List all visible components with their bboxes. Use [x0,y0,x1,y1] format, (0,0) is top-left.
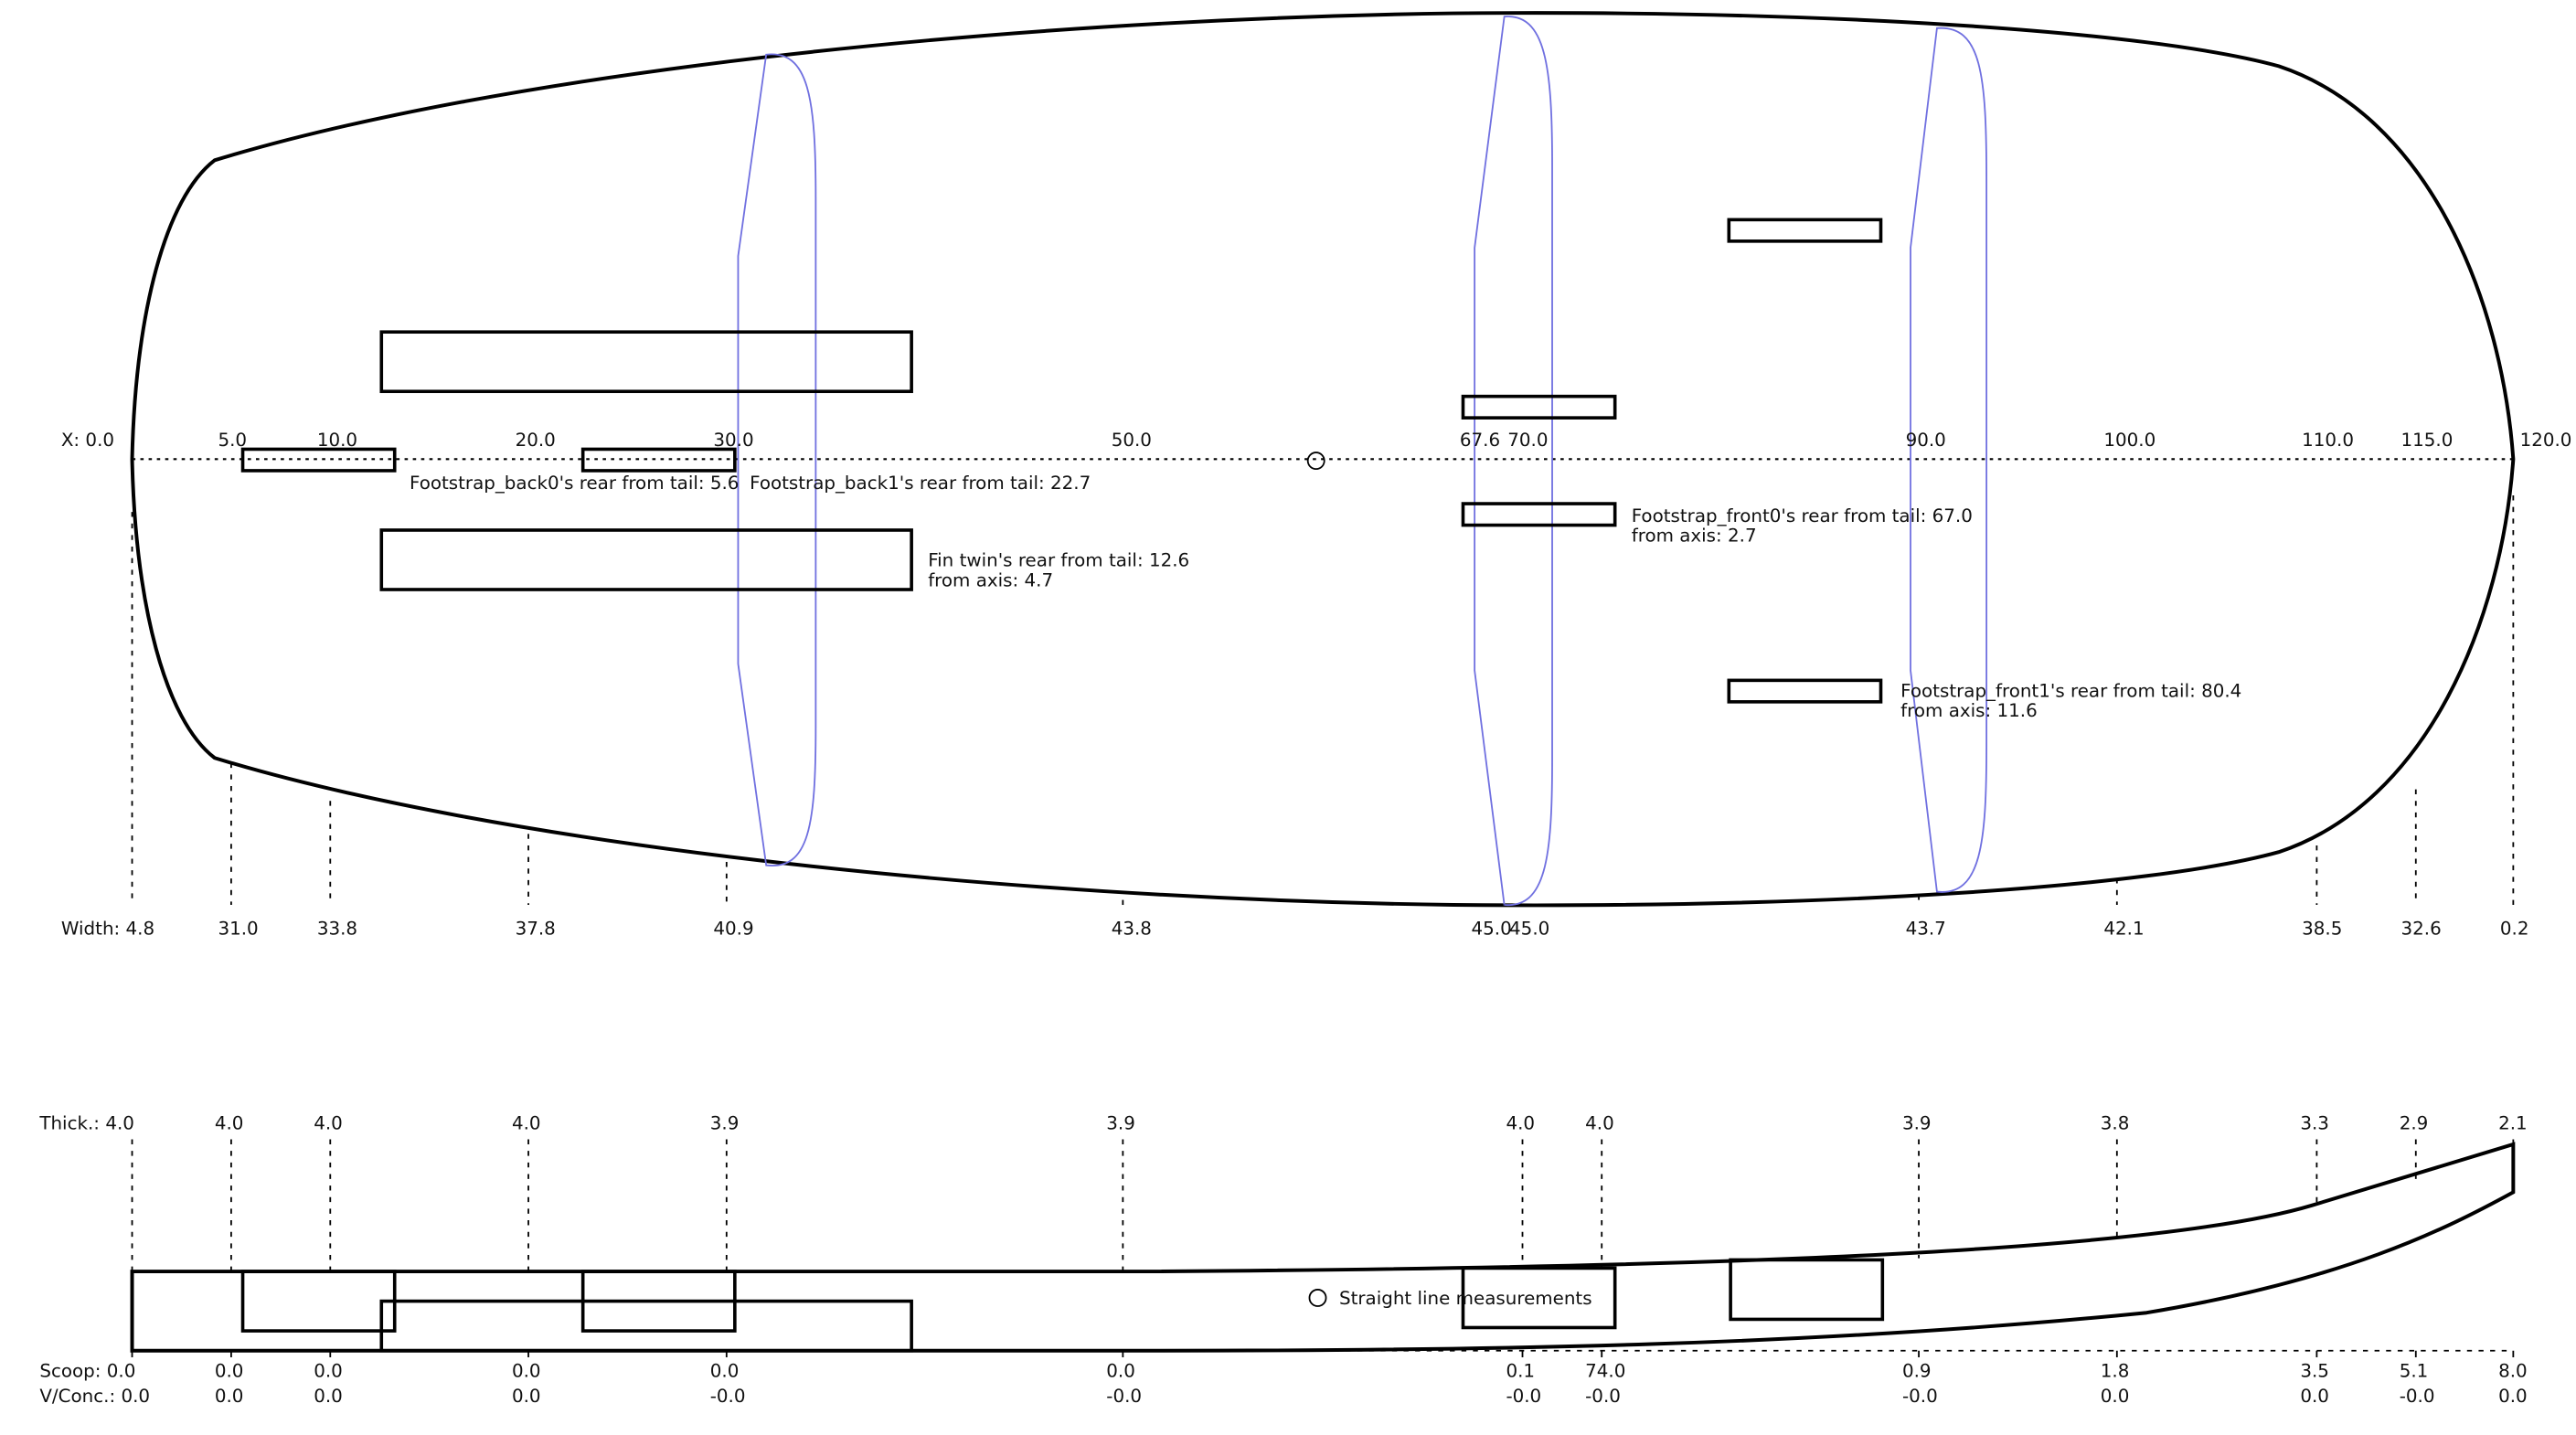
vconc-label: V/Conc.: 0.0 [39,1386,150,1407]
thickness-label: 4.0 [215,1113,244,1134]
thickness-label: 2.1 [2498,1113,2528,1134]
scoop-label: 0.1 [1506,1361,1535,1382]
x-station-label: 70.0 [1507,430,1548,451]
vconc-label: 0.0 [215,1386,244,1407]
scoop-label: Scoop: 0.0 [39,1361,135,1382]
vconc-label: 0.0 [314,1386,343,1407]
footstrap-front1-label: Footstrap_front1's rear from tail: 80.4 [1900,680,2241,701]
profile-footstrap-back0[interactable] [240,1270,397,1333]
footstrap-front0-axis-label: from axis: 2.7 [1632,526,1757,547]
fin-twin-label: Fin twin's rear from tail: 12.6 [928,550,1189,571]
width-label: 33.8 [317,919,357,940]
width-label: 42.1 [2103,919,2144,940]
width-label: 37.8 [516,919,556,940]
x-station-label: 5.0 [218,430,247,451]
profile-fin-twin[interactable] [379,1299,913,1353]
fin-twin-axis-label: from axis: 4.7 [928,569,1053,590]
scoop-label: 5.1 [2400,1361,2429,1382]
vconc-label: -0.0 [1585,1386,1621,1407]
width-label: 45.0 [1509,919,1549,940]
plan-view: X: 0.0 5.0 10.0 20.0 30.0 50.0 67.6 70.0 90.0 100… [61,11,2572,940]
width-label: 40.9 [713,919,753,940]
fin-front-outline [1910,27,1988,893]
width-label: Width: 4.8 [61,919,154,940]
fin-twin-box-lower[interactable] [379,528,913,591]
scoop-label: 74.0 [1585,1361,1625,1382]
footstrap-back0-box[interactable] [240,447,397,473]
thickness-label: 3.9 [1106,1113,1135,1134]
scoop-label: 1.8 [2101,1361,2130,1382]
vconc-label: -0.0 [710,1386,746,1407]
width-label: 32.6 [2401,919,2442,940]
vconc-label: -0.0 [2400,1386,2435,1407]
vconc-label: 0.0 [2300,1386,2329,1407]
width-label: 45.0 [1472,919,1512,940]
x-station-label: X: 0.0 [61,430,114,451]
scoop-label: 0.0 [215,1361,244,1382]
rocker-profile[interactable] [130,1142,2516,1353]
vconc-label: 0.0 [2101,1386,2130,1407]
fin-back-outline [737,53,817,866]
scoop-label: 8.0 [2498,1361,2528,1382]
x-station-label: 115.0 [2401,430,2454,451]
width-label: 43.7 [1906,919,1946,940]
width-label: 31.0 [218,919,258,940]
vconc-label: -0.0 [1106,1386,1142,1407]
thickness-label: Thick.: 4.0 [38,1113,134,1134]
scoop-label: 0.0 [1106,1361,1135,1382]
straight-line-radio[interactable] [1308,1289,1327,1307]
profile-footstrap-front1[interactable] [1729,1258,1885,1322]
x-station-label: 30.0 [713,430,753,451]
thickness-label: 4.0 [314,1113,343,1134]
x-station-label: 10.0 [317,430,357,451]
profile-view: Straight line measurements Thick.: 4.0 4.… [38,1113,2527,1407]
vconc-label: 0.0 [512,1386,541,1407]
scoop-label: 0.0 [710,1361,740,1382]
x-station-label: 100.0 [2103,430,2156,451]
footstrap-front1-box-upper[interactable] [1727,218,1883,243]
thickness-label: 4.0 [1585,1113,1614,1134]
vconc-label: -0.0 [1506,1386,1541,1407]
width-label: 43.8 [1112,919,1152,940]
footstrap-front0-box-upper[interactable] [1461,394,1617,420]
thickness-label: 3.3 [2300,1113,2329,1134]
footstrap-front0-label: Footstrap_front0's rear from tail: 67.0 [1632,505,1973,526]
profile-footstrap-front0[interactable] [1461,1266,1617,1330]
fin-twin-box-upper[interactable] [379,330,913,394]
thickness-label: 4.0 [1506,1113,1535,1134]
width-label: 0.2 [2500,919,2529,940]
scoop-label: 0.9 [1902,1361,1932,1382]
footstrap-front1-box-lower[interactable] [1727,678,1883,704]
board-outline[interactable] [130,11,2516,908]
width-label: 38.5 [2302,919,2342,940]
fin-mid-outline [1474,16,1553,906]
thickness-label: 3.9 [1902,1113,1932,1134]
footstrap-front1-axis-label: from axis: 11.6 [1900,700,2038,721]
thickness-label: 3.9 [710,1113,740,1134]
x-station-label: 20.0 [516,430,556,451]
straight-line-label[interactable]: Straight line measurements [1339,1288,1592,1309]
thickness-label: 2.9 [2400,1113,2429,1134]
vconc-label: 0.0 [2498,1386,2528,1407]
x-station-label: 110.0 [2302,430,2354,451]
x-station-label: 67.6 [1460,430,1500,451]
footstrap-front0-box-lower[interactable] [1461,502,1617,527]
scoop-label: 3.5 [2300,1361,2329,1382]
profile-footstrap-back1[interactable] [580,1270,737,1333]
footstrap-back1-label: Footstrap_back1's rear from tail: 22.7 [750,473,1091,494]
footstrap-back1-box[interactable] [580,447,737,473]
scoop-label: 0.0 [314,1361,343,1382]
scoop-label: 0.0 [512,1361,541,1382]
thickness-label: 3.8 [2101,1113,2130,1134]
vconc-label: -0.0 [1902,1386,1938,1407]
x-station-label: 90.0 [1906,430,1946,451]
x-station-label: 50.0 [1112,430,1152,451]
x-station-label: 120.0 [2520,430,2572,451]
footstrap-back0-label: Footstrap_back0's rear from tail: 5.6 [410,473,739,494]
center-marker [1306,452,1325,471]
thickness-label: 4.0 [512,1113,541,1134]
